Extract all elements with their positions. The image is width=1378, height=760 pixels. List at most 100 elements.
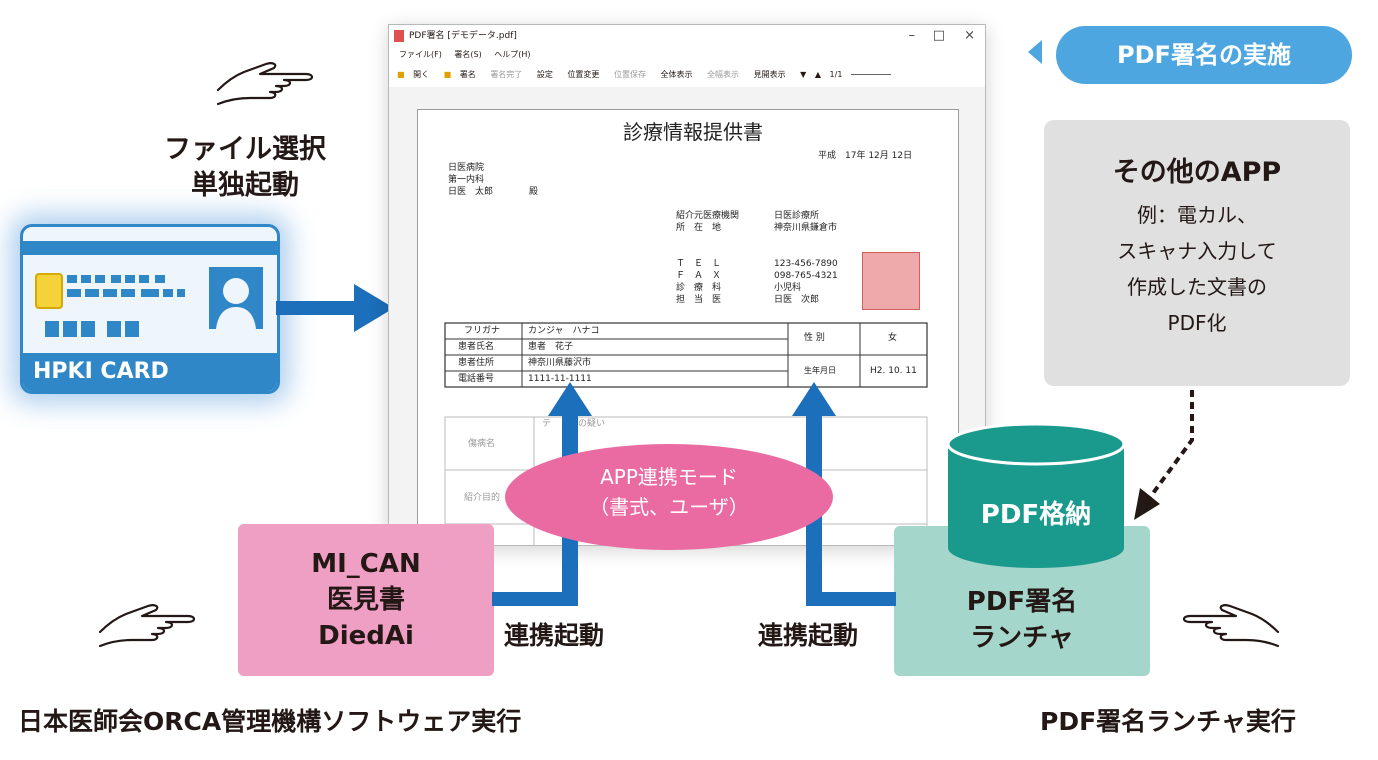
- card-stripe: [23, 241, 277, 255]
- minimize-button[interactable]: –: [908, 28, 916, 43]
- card-text-line: [141, 289, 159, 297]
- card-text-line: [45, 321, 59, 337]
- contact-label: 担 当 医: [676, 295, 722, 305]
- toolbar: ■ 開く ■ 署名 署名完了 設定 位置変更 位置保存 全体表示 全幅表示 見開…: [389, 63, 985, 88]
- card-text-line: [81, 321, 95, 337]
- referrer-label: 所 在 地: [676, 223, 722, 233]
- lower-label: 紹介目的: [464, 493, 501, 503]
- page-up-button[interactable]: ▲: [814, 70, 821, 79]
- lower-label: 傷病名: [468, 439, 496, 449]
- contact-value: 小児科: [774, 283, 802, 293]
- referrer-value: 日医診療所: [774, 211, 820, 221]
- launcher-line: PDF署名: [966, 587, 1078, 617]
- card-text-line: [111, 275, 121, 283]
- storage-cylinder-icon: [946, 422, 1126, 568]
- contact-label: Ｔ Ｅ Ｌ: [676, 259, 722, 269]
- card-text-line: [81, 275, 91, 283]
- hpki-card: HPKI CARD: [20, 224, 280, 394]
- close-button[interactable]: ×: [964, 28, 975, 43]
- card-text-line: [95, 275, 105, 283]
- app-mode-line: APP連携モード: [600, 465, 738, 489]
- window-titlebar: PDF署名 [デモデータ.pdf] – □ ×: [389, 25, 985, 47]
- link-arrow-right: [792, 382, 896, 606]
- sign-button[interactable]: ■ 署名: [443, 70, 476, 79]
- addressee: 日医 太郎 殿: [448, 187, 539, 197]
- card-text-line: [67, 275, 77, 283]
- contact-value: 098-765-4321: [774, 271, 838, 281]
- pointing-hand-left-icon: [1182, 604, 1280, 648]
- card-text-line: [107, 321, 121, 337]
- referrer-value: 神奈川県鎌倉市: [774, 223, 838, 233]
- contact-value: 123-456-7890: [774, 259, 838, 269]
- table-value: 1111-11-1111: [528, 374, 592, 384]
- other-app-line: 作成した文書の: [1127, 275, 1267, 299]
- document-title: 診療情報提供書: [623, 120, 763, 144]
- card-text-line: [125, 321, 139, 337]
- save-position-button[interactable]: 位置保存: [613, 70, 646, 79]
- sex-label: 性 別: [804, 333, 825, 343]
- sex-value: 女: [888, 333, 898, 343]
- mican-line: MI_CAN: [311, 549, 421, 579]
- card-text-line: [85, 289, 99, 297]
- card-text-line: [121, 289, 135, 297]
- card-text-line: [67, 289, 81, 297]
- mican-line: DiedAi: [318, 621, 414, 651]
- chip-icon: [35, 273, 63, 309]
- link-launch-label-left: 連携起動: [504, 621, 605, 650]
- other-app-box: その他のAPP 例：電カル、 スキャナ入力して 作成した文書の PDF化: [1044, 120, 1350, 386]
- app-icon: [394, 30, 404, 42]
- addressee: 日医病院: [448, 163, 485, 173]
- app-mode-line: （書式、ユーザ）: [589, 495, 749, 519]
- pointing-hand-icon: [98, 604, 196, 648]
- caption-standalone: 単独起動: [191, 170, 299, 201]
- menu-help[interactable]: ヘルプ(H): [494, 50, 531, 59]
- card-text-line: [177, 289, 185, 297]
- card-text-line: [139, 275, 149, 283]
- other-app-line: スキャナ入力して: [1117, 239, 1277, 263]
- menu-sign[interactable]: 署名(S): [454, 50, 482, 59]
- avatar-icon: [209, 267, 263, 329]
- sign-complete-button[interactable]: 署名完了: [490, 70, 523, 79]
- card-label: HPKI CARD: [23, 353, 277, 391]
- mican-line: 医見書: [326, 585, 405, 615]
- maximize-button[interactable]: □: [932, 28, 945, 43]
- pointer-left-icon: [1028, 40, 1042, 64]
- fit-width-button[interactable]: 全幅表示: [707, 70, 740, 79]
- menu-bar: ファイル(F) 署名(S) ヘルプ(H): [389, 47, 985, 63]
- referrer-label: 紹介元医療機関: [676, 211, 740, 221]
- card-text-line: [103, 289, 117, 297]
- settings-button[interactable]: 設定: [536, 70, 553, 79]
- zoom-slider[interactable]: [850, 74, 891, 75]
- launcher-line: ランチャ: [970, 623, 1074, 653]
- contact-label: Ｆ Ａ Ｘ: [676, 271, 722, 281]
- contact-value: 日医 次郎: [774, 295, 820, 305]
- footer-orca: 日本医師会ORCA管理機構ソフトウェア実行: [18, 707, 522, 736]
- patient-table-grid: [444, 322, 928, 388]
- fit-page-button[interactable]: 全体表示: [660, 70, 693, 79]
- dob-value: H2. 10. 11: [870, 366, 917, 376]
- pdf-sign-badge: PDF署名の実施: [1056, 26, 1352, 84]
- open-button[interactable]: ■ 開く: [397, 70, 430, 79]
- pointing-hand-icon: [216, 62, 314, 106]
- dob-label: 生年月日: [804, 366, 836, 375]
- addressee: 第一内科: [448, 175, 485, 185]
- signature-stamp: [862, 252, 920, 310]
- table-value: 神奈川県藤沢市: [528, 358, 592, 368]
- other-app-line: PDF化: [1167, 311, 1227, 335]
- caption-file-select: ファイル選択: [164, 134, 326, 165]
- card-text-line: [155, 275, 165, 283]
- page-down-button[interactable]: ▼: [800, 70, 807, 79]
- document-date: 平成 17年 12月 12日: [818, 151, 913, 161]
- move-position-button[interactable]: 位置変更: [567, 70, 600, 79]
- table-label: 患者住所: [458, 358, 495, 368]
- spread-view-button[interactable]: 見開表示: [753, 70, 786, 79]
- other-app-title: その他のAPP: [1112, 157, 1282, 188]
- storage-label: PDF格納: [980, 500, 1092, 530]
- link-launch-label-right: 連携起動: [758, 621, 859, 650]
- table-label: 電話番号: [458, 374, 495, 384]
- app-link-mode-ellipse: APP連携モード （書式、ユーザ）: [505, 444, 833, 550]
- table-value: カンジャ ハナコ: [528, 326, 600, 336]
- link-arrow-left: [492, 382, 592, 606]
- menu-file[interactable]: ファイル(F): [399, 50, 442, 59]
- card-text-line: [125, 275, 135, 283]
